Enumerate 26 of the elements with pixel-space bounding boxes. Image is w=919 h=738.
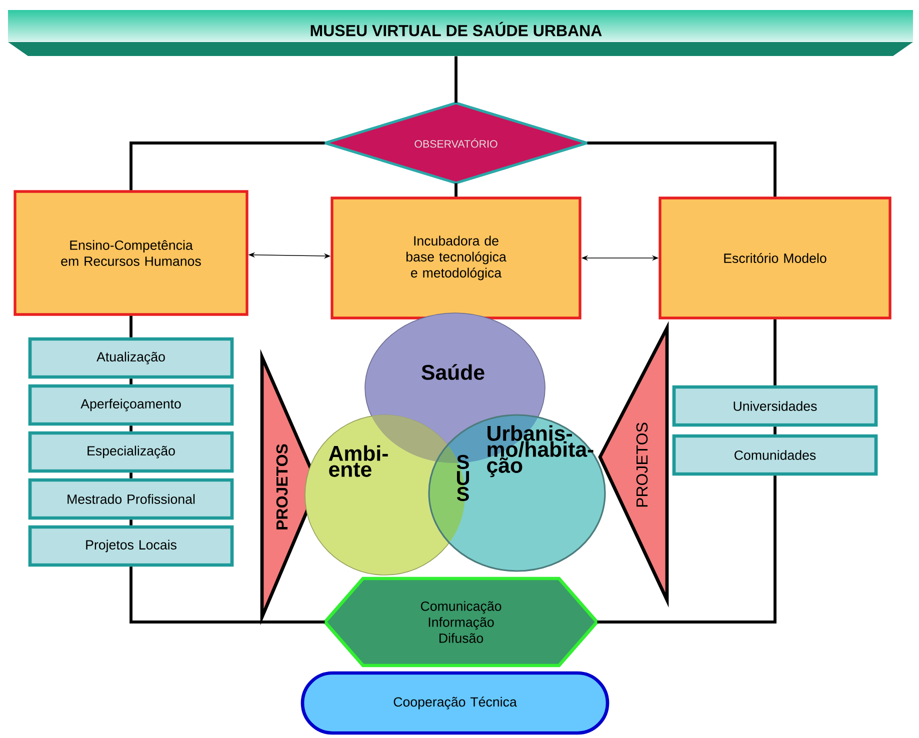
- list-box: Mestrado Profissional: [28, 478, 234, 520]
- connector-line: [130, 426, 132, 432]
- connector-line: [130, 142, 325, 190]
- process-box: Ensino-Competência em Recursos Humanos: [14, 190, 248, 316]
- list-box: Universidades: [672, 385, 878, 427]
- connector-line: [130, 378, 132, 384]
- list-box: Atualização: [28, 337, 234, 379]
- connector-line: [130, 520, 132, 526]
- list-box: Especialização: [28, 431, 234, 473]
- connector-line: [454, 183, 458, 197]
- connector-line: [597, 476, 776, 624]
- list-box: Projetos Locais: [28, 525, 234, 567]
- connector-line: [774, 319, 776, 386]
- connector-line: [130, 316, 132, 338]
- list-box: Comunidades: [672, 434, 878, 476]
- connector-line: [130, 472, 132, 478]
- title-banner: MUSEU VIRTUAL DE SAÚDE URBANA: [8, 22, 914, 56]
- list-box: Aperfeiçoamento: [28, 384, 234, 426]
- connector-line: [454, 56, 458, 103]
- process-box: Escritório Modelo: [658, 196, 892, 320]
- rounded-box: Cooperação Técnica: [300, 671, 610, 735]
- connector-line: [774, 426, 776, 434]
- process-box: Incubadora de base tecnológica e metodológica: [330, 196, 582, 320]
- connector-line: [587, 142, 776, 197]
- node-label: MUSEU VIRTUAL DE SAÚDE URBANA: [310, 22, 602, 36]
- connector-line: [130, 566, 325, 624]
